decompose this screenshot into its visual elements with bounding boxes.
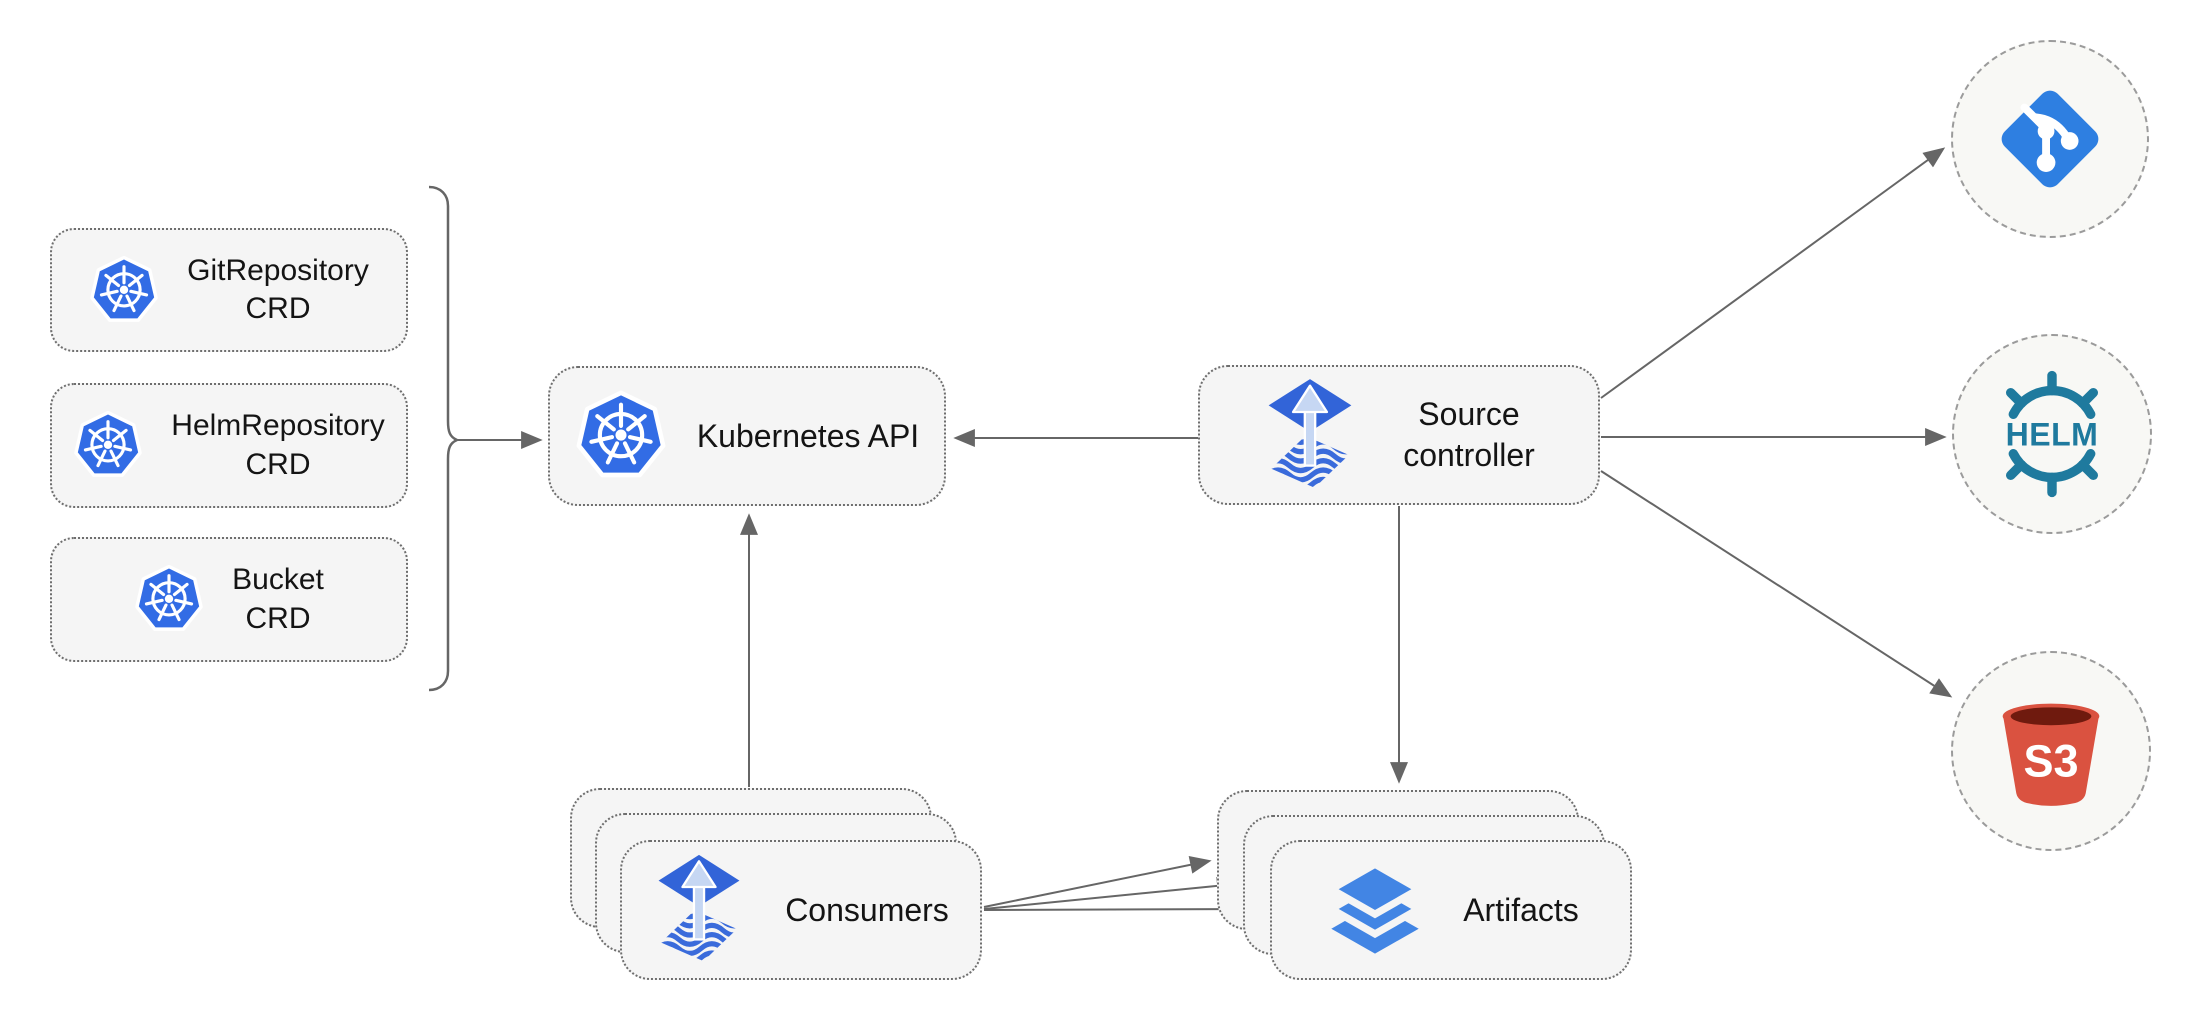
node-git-source xyxy=(1951,40,2149,238)
node-kubernetes-api: Kubernetes API xyxy=(548,366,946,506)
helm-icon: HELM xyxy=(2006,370,2099,498)
gitrepository-crd-label: GitRepository CRD xyxy=(187,253,369,325)
helmrepository-crd-label: HelmRepository CRD xyxy=(171,409,385,481)
kubernetes-icon xyxy=(73,409,143,482)
node-bucket-crd: Bucket CRD xyxy=(50,537,408,662)
artifacts-label: Artifacts xyxy=(1463,891,1579,928)
flux-icon xyxy=(653,853,745,967)
consumers-label: Consumers xyxy=(785,891,949,928)
bucket-crd-label: Bucket CRD xyxy=(232,563,324,635)
s3-bucket-icon: S3 xyxy=(2002,703,2100,806)
kubernetes-icon xyxy=(89,254,159,327)
arrow-source-to-git xyxy=(1600,147,1946,399)
node-artifacts: Artifacts xyxy=(1270,840,1632,980)
node-source-controller: Source controller xyxy=(1198,365,1600,505)
arrow-consumers-to-artifacts-2 xyxy=(983,876,1239,910)
kubernetes-icon xyxy=(575,388,667,484)
arrow-consumers-to-artifacts-1 xyxy=(983,855,1212,908)
node-gitrepository-crd: GitRepository CRD xyxy=(50,228,408,352)
arrow-source-to-s3 xyxy=(1600,470,1953,698)
helm-logo-text: HELM xyxy=(2006,416,2099,452)
flux-icon xyxy=(1263,377,1357,494)
s3-logo-text: S3 xyxy=(2023,735,2078,786)
kubernetes-icon xyxy=(134,563,204,636)
kubernetes-api-label: Kubernetes API xyxy=(696,417,920,454)
node-s3-source: S3 xyxy=(1951,651,2151,851)
layers-icon xyxy=(1324,860,1427,954)
crd-group-brace xyxy=(428,185,461,692)
source-controller-label: Source controller xyxy=(1403,396,1535,473)
node-helm-source: HELM xyxy=(1952,334,2152,534)
node-helmrepository-crd: HelmRepository CRD xyxy=(50,383,408,508)
node-consumers: Consumers xyxy=(620,840,982,980)
git-icon xyxy=(2001,90,2099,188)
